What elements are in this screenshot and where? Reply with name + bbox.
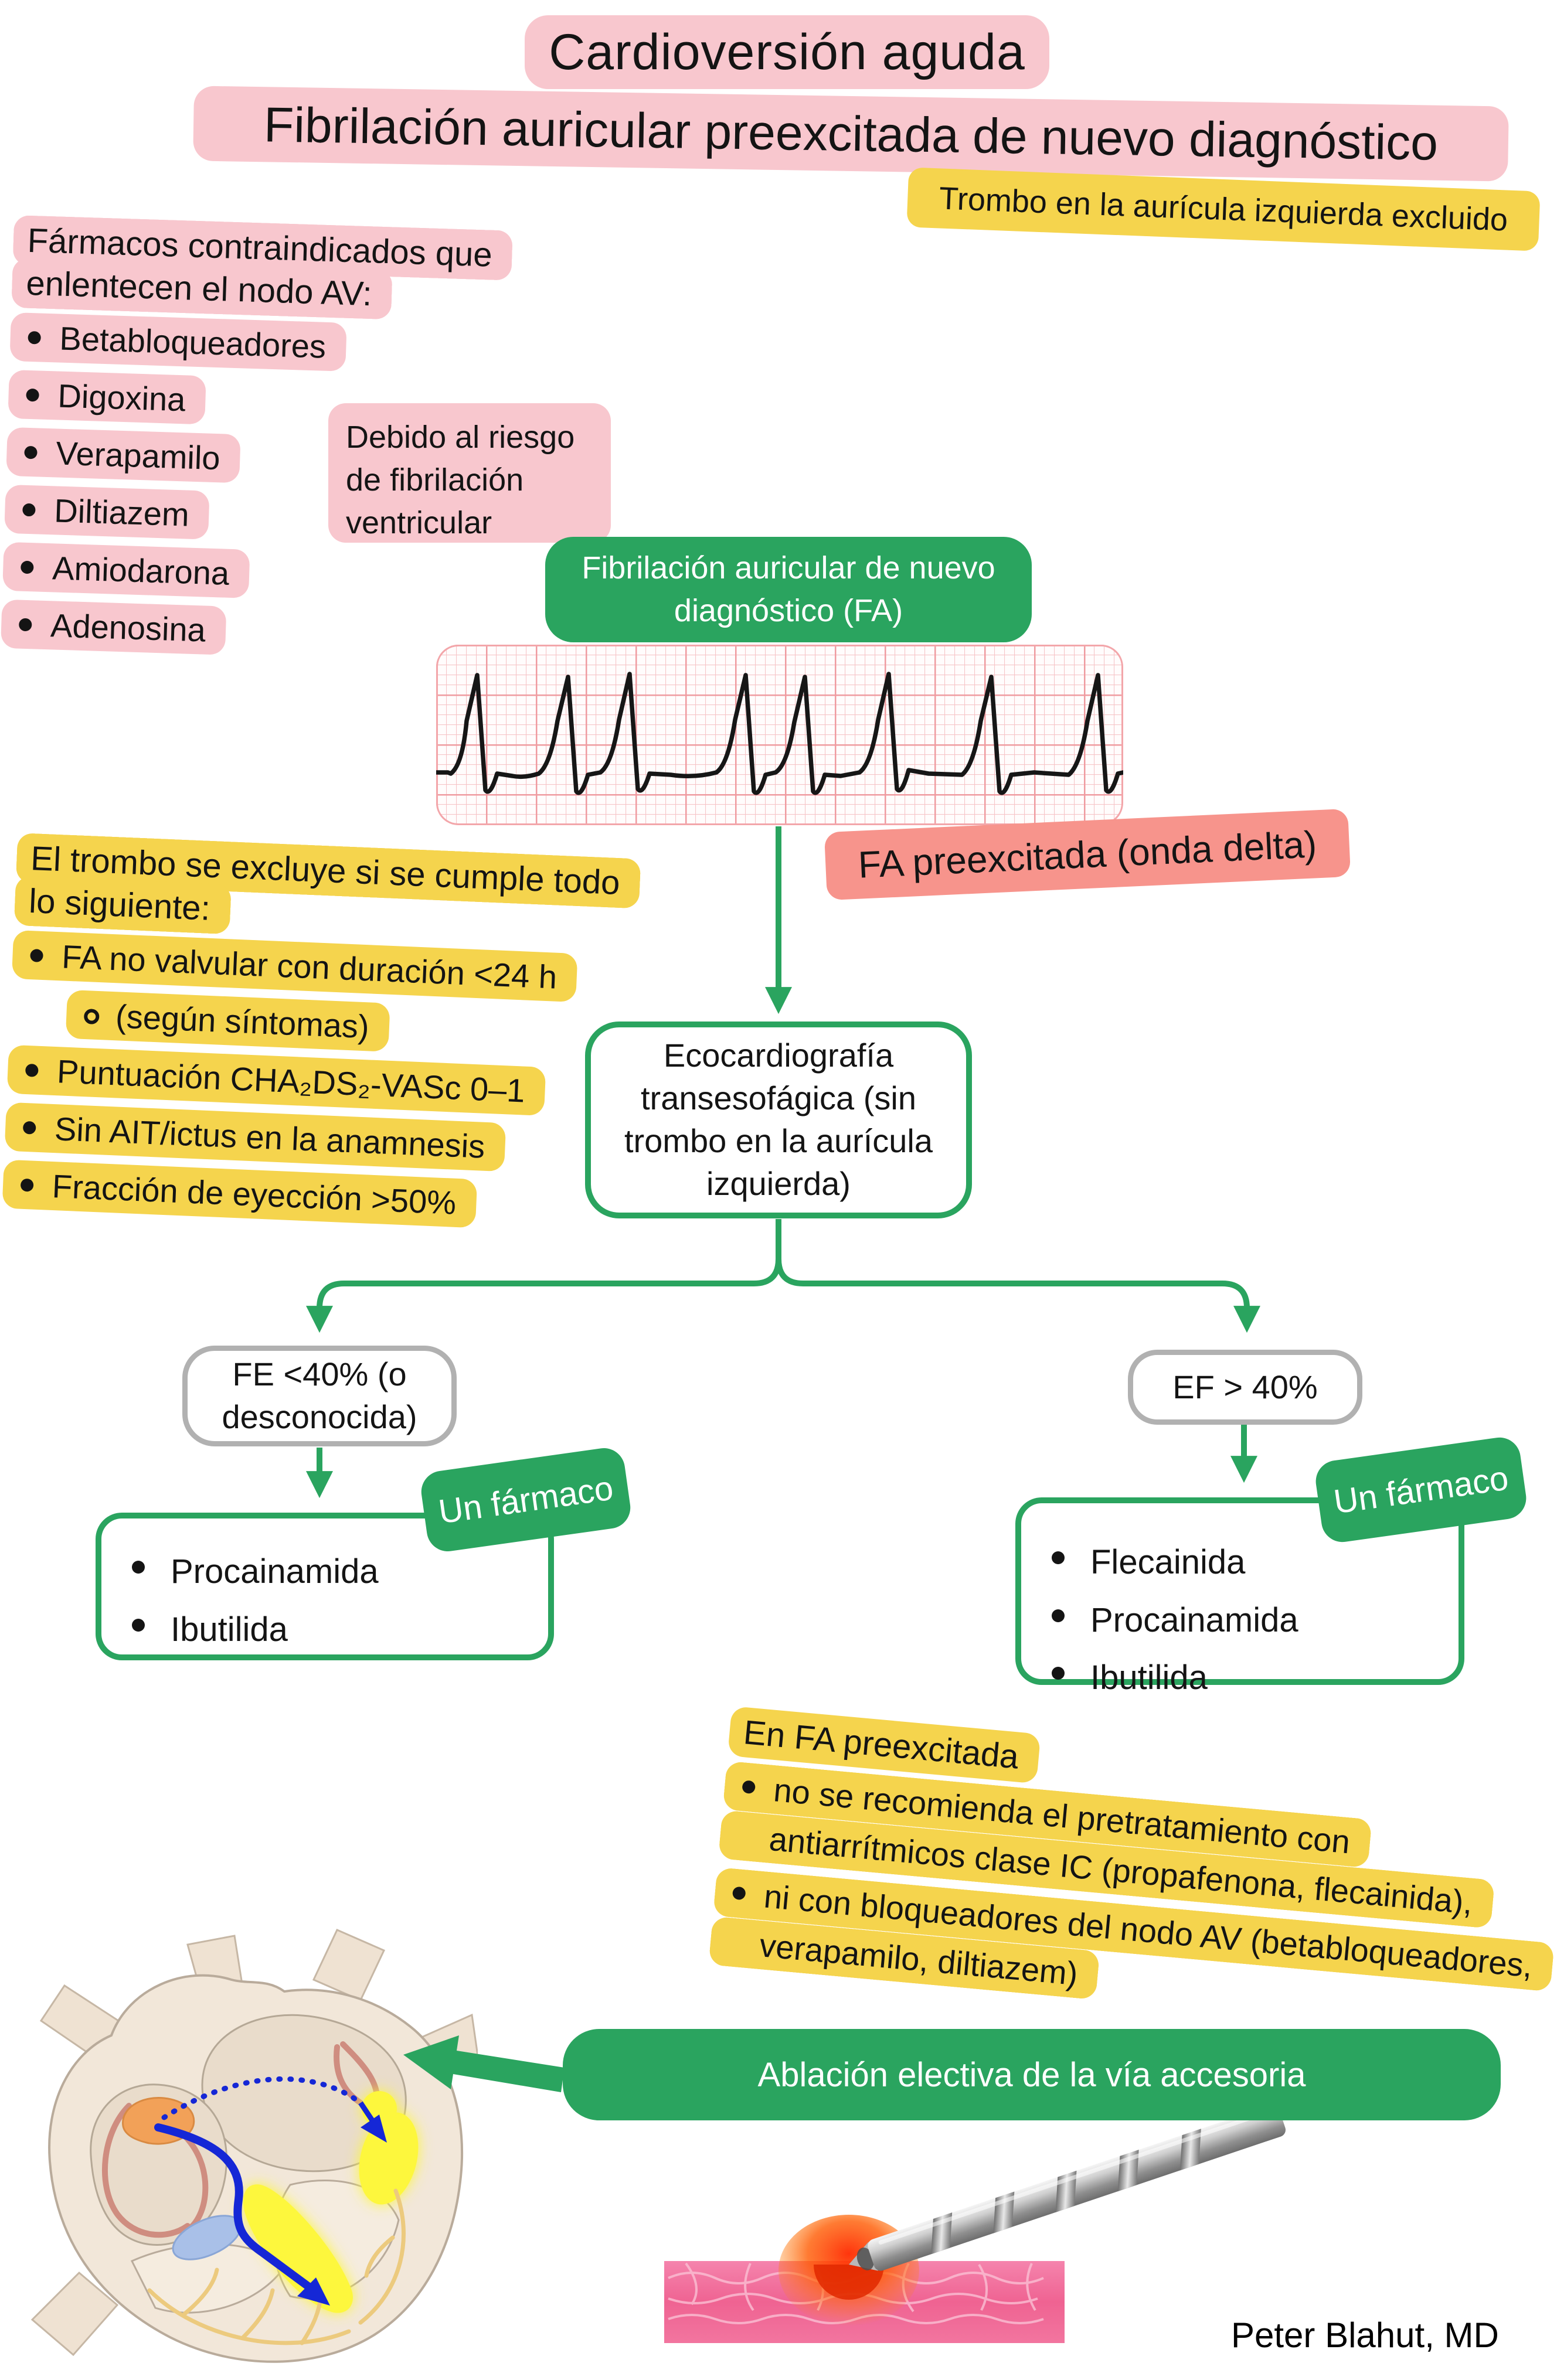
heart-purkinje-fibers [147, 2188, 406, 2345]
one-drug-badge-left-text: Un fármaco [436, 1468, 616, 1531]
ecg-strip [436, 645, 1123, 825]
edge-tee-split-right [776, 1258, 1260, 1333]
ef-high-text: EF > 40% [1172, 1368, 1318, 1405]
ablation-arrow [403, 2035, 565, 2092]
ef-high-node: EF > 40% [1128, 1350, 1362, 1425]
fe-low-text: FE <40% (o desconocida) [222, 1356, 417, 1435]
ablation-node: Ablación electiva de la vía accesoria [563, 2029, 1501, 2120]
drug-item: Procainamida [1021, 1592, 1459, 1650]
drug-item: Flecainida [1021, 1534, 1459, 1592]
heart-conduction-arrows [154, 2076, 387, 2306]
vf-risk-note: Debido al riesgo de fibrilación ventricu… [328, 403, 611, 543]
af-diagnosis-text: Fibrilación auricular de nuevo diagnósti… [582, 550, 995, 628]
heart-illustration [30, 1929, 478, 2363]
tee-node-text: Ecocardiografía transesofágica (sin trom… [624, 1037, 933, 1202]
page-title: Cardioversión aguda [525, 15, 1049, 89]
edge-tee-split-left [306, 1219, 781, 1333]
vf-risk-note-text: Debido al riesgo de fibrilación ventricu… [346, 420, 575, 540]
drug-item: Procainamida [101, 1543, 548, 1601]
ecg-trace [436, 672, 1123, 795]
fe-low-node: FE <40% (o desconocida) [182, 1346, 457, 1446]
author-credit-text: Peter Blahut, MD [1231, 2316, 1499, 2355]
ablation-burn-core [814, 2265, 884, 2300]
page-title-text: Cardioversión aguda [549, 23, 1025, 80]
author-credit: Peter Blahut, MD [1231, 2315, 1499, 2355]
one-drug-badge-right-text: Un fármaco [1331, 1458, 1511, 1521]
drug-item: Ibutilida [101, 1601, 548, 1659]
ablation-catheter-illustration [664, 2105, 1286, 2343]
ablation-node-text: Ablación electiva de la vía accesoria [757, 2055, 1306, 2094]
catheter-shaft [849, 2105, 1286, 2271]
af-diagnosis-node: Fibrilación auricular de nuevo diagnósti… [545, 537, 1032, 642]
heart-accessory-pathway [243, 2091, 419, 2313]
drug-item: Ibutilida [1021, 1649, 1459, 1707]
tee-node: Ecocardiografía transesofágica (sin trom… [585, 1022, 972, 1218]
